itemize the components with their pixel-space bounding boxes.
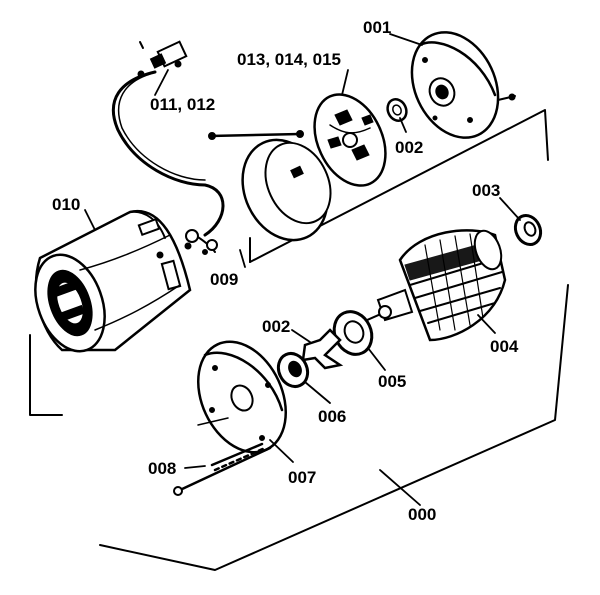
label-000: 000 [408,505,436,524]
label-003: 003 [472,181,500,200]
assembly-bracket-lines [29,109,569,571]
label-002-lower: 002 [262,317,290,336]
wire-lead-assembly [111,40,225,255]
label-005: 005 [378,372,406,391]
label-001: 001 [363,18,391,37]
part-labels: 001 013, 014, 015 002 003 004 005 006 00… [52,18,519,524]
label-006: 006 [318,407,346,426]
through-bolts [173,442,272,496]
label-007: 007 [288,468,316,487]
brush-ring [208,130,332,242]
armature [309,229,507,346]
front-end-bell [196,340,288,454]
label-009: 009 [210,270,238,289]
brush-plate [313,93,387,187]
spring-washer-lower [301,328,344,370]
rear-end-bell [410,31,516,139]
bearing-rear [513,213,543,247]
label-010: 010 [52,195,80,214]
washer-upper [386,98,408,122]
bushing [276,351,310,389]
label-002-upper: 002 [395,138,423,157]
motor-housing [34,209,192,353]
label-004: 004 [490,337,519,356]
leader-lines [84,33,521,506]
label-013-014-015: 013, 014, 015 [237,50,341,69]
label-011-012: 011, 012 [150,95,215,114]
label-008: 008 [148,459,176,478]
